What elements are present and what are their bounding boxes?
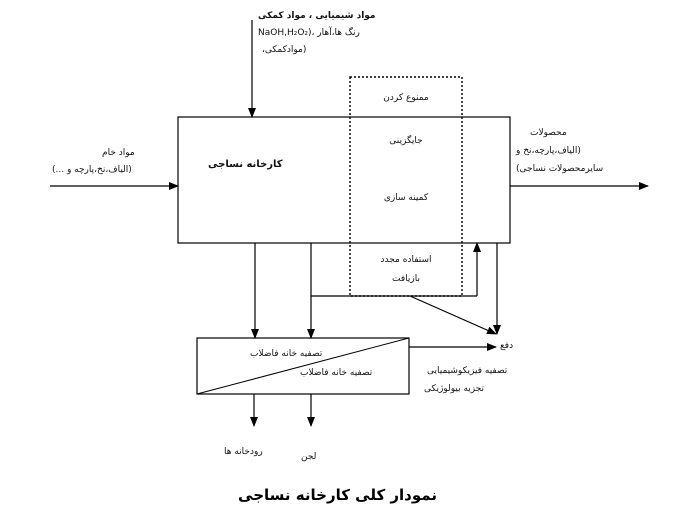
factory-box <box>177 116 511 244</box>
wastewater-label-2: تصفیه خانه فاضلاب <box>300 368 373 378</box>
wastewater-label-1: تصفیه خانه فاضلاب <box>250 349 323 359</box>
rivers-label: رودخانه ها <box>224 447 263 457</box>
products-label-3: سایرمحصولات نساجی) <box>516 164 604 174</box>
diagonal-to-disposal-arrow <box>409 295 497 335</box>
stages-dotted-box <box>349 76 463 297</box>
products-label-2: (الیاف،پارچه،نخ و <box>516 146 581 156</box>
raw-materials-label-2: (الیاف،نخ،پارچه و ...) <box>52 165 132 175</box>
stage-substitute: جایگزینی <box>389 136 423 146</box>
diagram-title: نمودار کلی کارخانه نساجی <box>238 486 437 504</box>
chemicals-label-3: (موادکمکی، <box>262 45 307 55</box>
stage-prohibit: ممنوع کردن <box>383 93 429 103</box>
treatment-label-1: تصفیه فیزیکوشیمیایی <box>427 366 508 376</box>
stage-reuse: استفاده مجدد <box>380 255 432 265</box>
chemicals-label-1: مواد شیمیایی ، مواد کمکی <box>258 11 376 21</box>
chemicals-label-2: رنگ ها،آهار ،(NaOH,H₂O₂ <box>258 28 360 38</box>
disposal-label: دفع <box>500 341 514 351</box>
wastewater-box <box>196 337 410 395</box>
products-label-1: محصولات <box>530 128 567 138</box>
wastewater-box-diagonal <box>196 337 410 395</box>
stage-recycle: بازیافت <box>392 274 420 284</box>
sludge-label: لجن <box>301 452 317 462</box>
stage-minimize: کمینه سازی <box>383 193 429 203</box>
treatment-label-2: تجزیه بیولوژیکی <box>424 384 485 394</box>
raw-materials-label-1: مواد خام <box>102 148 135 158</box>
factory-label: کارخانه نساجی <box>208 159 283 170</box>
